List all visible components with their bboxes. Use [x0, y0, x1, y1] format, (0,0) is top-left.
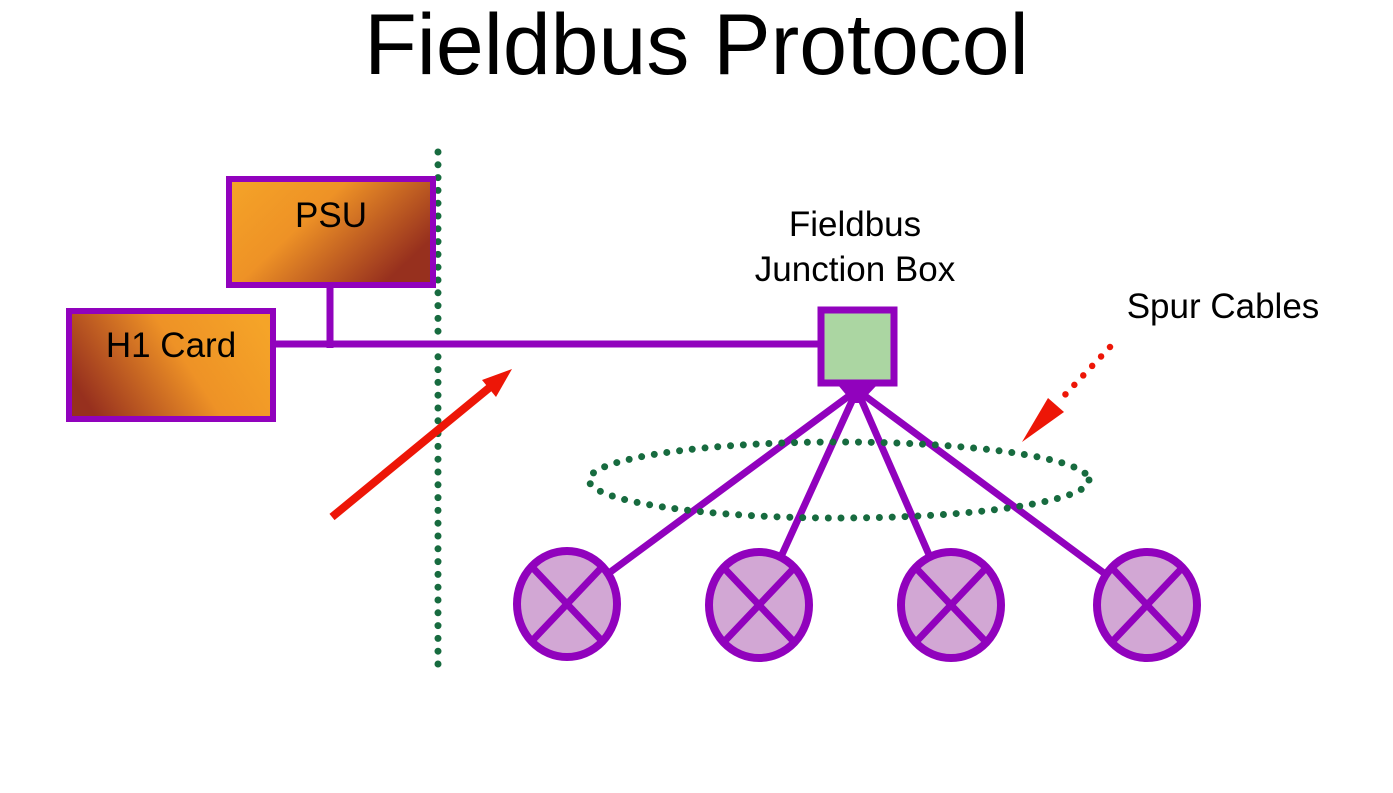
h1-card-label: H1 Card	[105, 326, 237, 365]
spur-group-ellipse	[585, 438, 1093, 522]
junction-box	[817, 306, 898, 387]
trunk-pointer-arrow-head	[482, 369, 512, 397]
field-device-symbol-2	[705, 548, 813, 662]
junction-box-label-line1: Fieldbus	[788, 205, 922, 244]
field-device-symbol-4	[1093, 548, 1201, 662]
field-device-symbol-3	[897, 548, 1005, 662]
psu-box	[226, 176, 436, 288]
spur-cables-label: Spur Cables	[1126, 287, 1320, 326]
spur-convergence-wedge	[838, 385, 877, 403]
spur-cable-line-4	[854, 387, 1150, 608]
trunk-pointer-arrow	[329, 369, 512, 521]
device-cross-line	[912, 564, 990, 646]
h1-card-box	[66, 308, 276, 422]
spur-callout-arrow-shaft	[1058, 343, 1114, 402]
trunk-pointer-arrow-shaft	[329, 384, 492, 521]
device-cross-line	[720, 564, 798, 646]
spur-callout-arrow-head	[1022, 398, 1064, 442]
diagram-title: Fieldbus Protocol	[364, 0, 1029, 93]
spur-cable-line-1	[564, 387, 860, 607]
junction-box-label: Fieldbus Junction Box	[715, 202, 995, 292]
field-device-symbol-1	[513, 547, 621, 661]
device-cross-line	[528, 563, 606, 645]
junction-box-label-line2: Junction Box	[754, 250, 956, 289]
spur-callout-arrow	[1022, 343, 1114, 442]
psu-label: PSU	[295, 196, 367, 235]
device-cross-line	[1108, 564, 1186, 646]
